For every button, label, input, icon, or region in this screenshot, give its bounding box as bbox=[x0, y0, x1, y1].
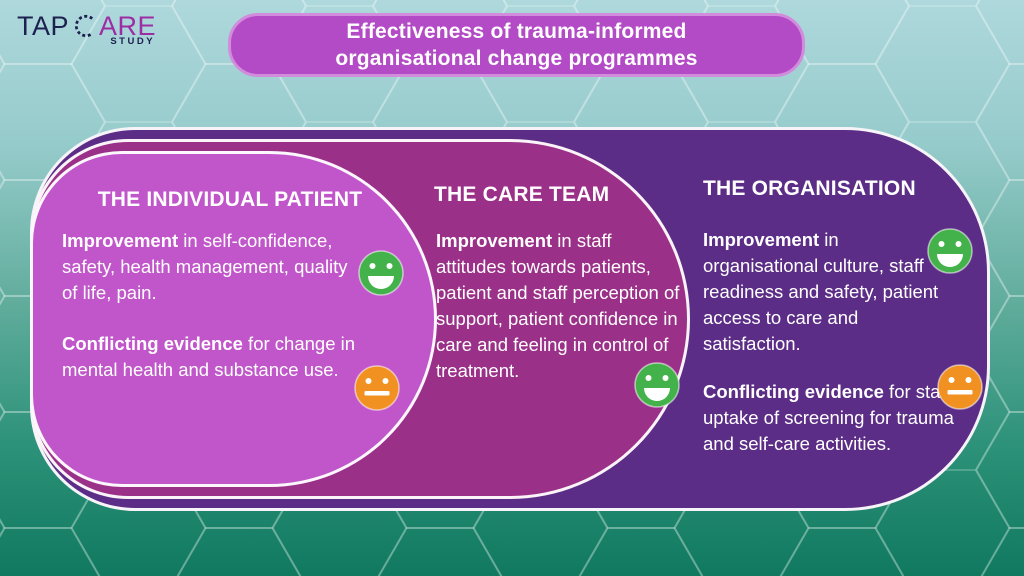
dashed-c-icon bbox=[75, 14, 94, 38]
title-line-1: Effectiveness of trauma-informed bbox=[346, 20, 687, 43]
neutral-face-icon bbox=[937, 364, 983, 410]
organisation-conflicting-text: Conflicting evidence for staff uptake of… bbox=[703, 379, 957, 457]
individual-patient-title: THE INDIVIDUAL PATIENT bbox=[97, 188, 363, 211]
improvement-rest: in self-confidence, safety, health manag… bbox=[62, 230, 348, 303]
organisation-improvement-text: Improvement in organisational culture, s… bbox=[703, 227, 945, 357]
smiling-face-icon bbox=[927, 228, 973, 274]
individual-patient-improvement-text: Improvement in self-confidence, safety, … bbox=[62, 228, 364, 306]
conflicting-rest: for staff uptake of screening for trauma… bbox=[703, 381, 954, 454]
logo-text-study: STUDY bbox=[110, 36, 156, 47]
smiling-face-icon bbox=[634, 362, 680, 408]
care-team-improvement-text: Improvement in staff attitudes towards p… bbox=[436, 228, 682, 384]
neutral-face-icon bbox=[354, 365, 400, 411]
improvement-lead: Improvement bbox=[62, 230, 179, 251]
conflicting-lead: Conflicting evidence bbox=[62, 333, 243, 354]
logo-text-tap: TAP bbox=[17, 11, 70, 41]
title-banner: Effectiveness of trauma-informed organis… bbox=[228, 13, 805, 77]
improvement-lead: Improvement bbox=[436, 230, 553, 251]
tap-care-study-logo: TAP ARE STUDY bbox=[17, 11, 156, 47]
conflicting-rest: for change in mental health and substanc… bbox=[62, 333, 356, 380]
individual-patient-conflicting-text: Conflicting evidence for change in menta… bbox=[62, 331, 364, 383]
title-line-2: organisational change programmes bbox=[335, 47, 698, 70]
improvement-rest: in staff attitudes towards patients, pat… bbox=[436, 230, 680, 381]
organisation-title: THE ORGANISATION bbox=[703, 177, 916, 200]
panel-individual-patient-shape bbox=[30, 151, 437, 487]
logo-wordmark: TAP ARE bbox=[17, 11, 156, 41]
conflicting-lead: Conflicting evidence bbox=[703, 381, 884, 402]
improvement-lead: Improvement bbox=[703, 229, 820, 250]
improvement-rest: in organisational culture, staff readine… bbox=[703, 229, 939, 354]
logo-text-are: ARE bbox=[99, 11, 157, 41]
care-team-title: THE CARE TEAM bbox=[434, 183, 610, 206]
smiling-face-icon bbox=[358, 250, 404, 296]
